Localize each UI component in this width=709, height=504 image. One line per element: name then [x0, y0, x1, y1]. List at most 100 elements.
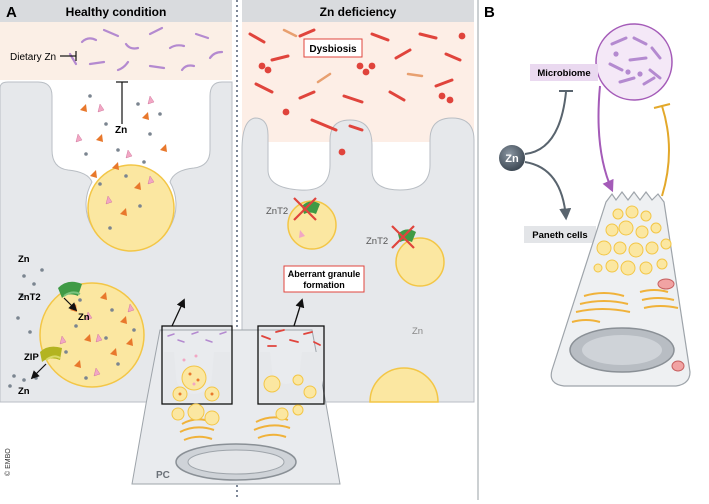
znt2-label: ZnT2: [18, 292, 41, 303]
peptide: [147, 95, 155, 105]
zn-ion: [34, 376, 38, 380]
microbe: [289, 339, 299, 343]
zn-ion: [64, 350, 68, 354]
paneth-granule: [613, 241, 627, 255]
paneth-granule: [660, 238, 672, 250]
paneth-granule: [596, 240, 612, 256]
paneth-microbiome-inhibit-bar: [653, 103, 671, 109]
er-stack: [579, 300, 629, 305]
microbe: [88, 60, 106, 66]
overview-granules-right: [275, 404, 304, 421]
coccus: [458, 32, 466, 40]
microbe: [148, 64, 166, 70]
zn-ion: [110, 308, 114, 312]
znt2-highlight: [63, 291, 81, 297]
er-stack: [641, 297, 675, 301]
peptide: [105, 195, 113, 205]
right-granule-2: [395, 237, 445, 287]
right-granule-3: [369, 367, 439, 403]
inset-left-contents: [164, 331, 230, 402]
coccus: [338, 148, 346, 156]
zn-ball: [499, 145, 525, 171]
panel-b: B Microbiome Zn Panet: [484, 4, 691, 387]
mitochondrion: [657, 278, 675, 290]
paneth-granule: [656, 258, 668, 270]
microbe: [270, 54, 290, 62]
paneth-granule: [605, 259, 619, 273]
microbe: [406, 72, 424, 78]
microbe: [650, 46, 662, 60]
microbe: [610, 36, 628, 46]
overview-granule: [275, 407, 289, 421]
paneth-microbiome-inhibit-line: [661, 105, 670, 197]
microbe: [177, 339, 185, 343]
peptide: [134, 182, 141, 190]
peptide: [95, 333, 103, 343]
microbe: [180, 64, 196, 72]
znt2-arrow: [63, 297, 78, 312]
microbe: [194, 32, 210, 40]
coccus: [613, 51, 619, 57]
paneth-granule: [640, 210, 652, 222]
peptide: [125, 149, 133, 159]
zn-ion: [104, 336, 108, 340]
panel-b-letter: B: [484, 4, 495, 21]
coccus: [368, 62, 376, 70]
peptide: [84, 334, 91, 342]
zn-ion: [22, 274, 26, 278]
granule-contents: [59, 292, 136, 380]
microbe: [303, 331, 313, 335]
zip-highlight: [45, 355, 61, 361]
zn-ion: [136, 102, 140, 106]
microbiome-circle: [595, 23, 673, 101]
microbe: [148, 26, 164, 36]
microbe: [370, 32, 390, 42]
coccus: [446, 96, 454, 104]
peptide: [100, 292, 107, 300]
coccus: [362, 68, 370, 76]
zn-ion: [28, 330, 32, 334]
paneth-granule: [639, 261, 653, 275]
zn-ion: [116, 362, 120, 366]
inset-arrow-left: [171, 298, 186, 327]
paneth-granule: [605, 223, 619, 237]
dysbiosis-box: [303, 38, 363, 58]
paneth-granule: [628, 242, 644, 258]
microbe: [310, 118, 338, 132]
panel-a: A Healthy condition Zn deficiency: [0, 0, 479, 500]
zn-ion: [84, 152, 88, 156]
overview-nucleus-inner: [187, 449, 285, 475]
microbe: [632, 36, 648, 46]
peptide: [74, 360, 81, 368]
zn-ion: [74, 324, 78, 328]
coccus: [264, 66, 272, 74]
paneth-granule: [612, 208, 624, 220]
microbe: [313, 341, 321, 346]
zn-top-label: Zn: [18, 254, 30, 265]
microbe: [275, 329, 285, 333]
microbe: [80, 37, 98, 44]
er-stack: [571, 319, 601, 323]
zn-ion: [124, 174, 128, 178]
er-stack: [253, 424, 291, 431]
microbe: [642, 76, 656, 86]
inset-arrow-right: [293, 298, 305, 327]
zn-ion: [142, 160, 146, 164]
paneth-granules: [593, 205, 672, 276]
peptide: [75, 133, 83, 143]
left-secretory-granule: [39, 282, 145, 388]
zn-right-label: Zn: [412, 326, 423, 337]
overview-granule: [292, 404, 304, 416]
zn-ion: [116, 148, 120, 152]
zn-ion: [104, 122, 108, 126]
microbe: [116, 60, 130, 72]
peptide: [110, 348, 117, 356]
microbe: [298, 28, 316, 38]
coccus: [438, 92, 446, 100]
left-lumen: [0, 22, 232, 80]
paneth-granule: [625, 205, 639, 219]
coccus: [282, 108, 290, 116]
coccus: [356, 62, 364, 70]
peptide: [96, 134, 103, 142]
